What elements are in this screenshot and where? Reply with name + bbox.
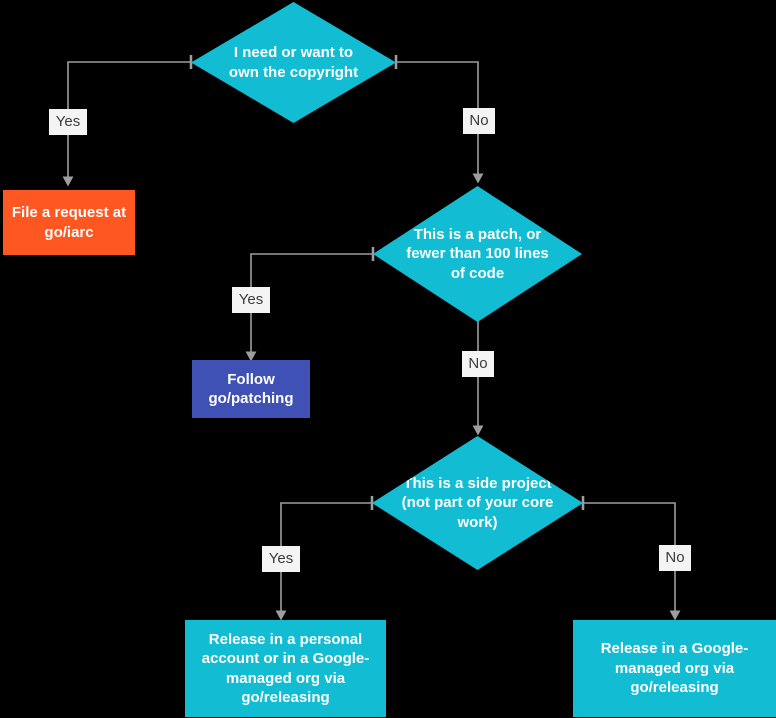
- decision-side-project-label: This is a side project (not part of your…: [401, 475, 554, 531]
- action-follow-patching-label: Follow go/patching: [208, 370, 294, 408]
- decision-copyright-label: I need or want to own the copyright: [228, 44, 359, 81]
- edge-label-side-no: No: [659, 545, 691, 571]
- decision-copyright[interactable]: I need or want to own the copyright: [191, 2, 396, 123]
- edge-label-copyright-yes: Yes: [49, 109, 87, 135]
- action-file-iarc-label: File a request at go/iarc: [11, 204, 127, 241]
- action-file-iarc[interactable]: File a request at go/iarc: [3, 190, 135, 255]
- decision-patch-label: This is a patch, or fewer than 100 lines…: [406, 226, 549, 282]
- action-release-personal[interactable]: Release in a personal account or in a Go…: [185, 620, 386, 717]
- decision-patch[interactable]: This is a patch, or fewer than 100 lines…: [373, 186, 582, 322]
- edge-label-patch-yes: Yes: [232, 287, 270, 313]
- decision-side-project[interactable]: This is a side project (not part of your…: [372, 436, 583, 570]
- action-release-google-label: Release in a Google-managed org via go/r…: [600, 640, 749, 697]
- action-release-personal-label: Release in a personal account or in a Go…: [201, 630, 370, 707]
- action-release-google[interactable]: Release in a Google-managed org via go/r…: [573, 620, 776, 717]
- edge-label-patch-no: No: [462, 351, 494, 377]
- edge-label-side-yes: Yes: [262, 546, 300, 572]
- edge-label-copyright-no: No: [463, 108, 495, 134]
- action-follow-patching[interactable]: Follow go/patching: [192, 360, 310, 418]
